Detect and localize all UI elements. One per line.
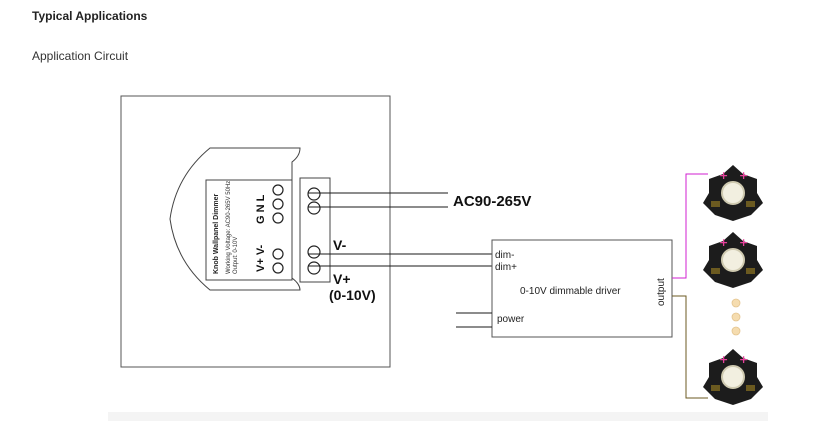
svg-text:+: + bbox=[739, 353, 748, 366]
screw-vminus-icon bbox=[272, 248, 284, 260]
terminal-screw-3-icon bbox=[307, 245, 321, 259]
terminal-screw-2-icon bbox=[307, 201, 321, 215]
screw-n-icon bbox=[272, 198, 284, 210]
bottom-shadow bbox=[108, 412, 768, 421]
led-star-2: + + bbox=[703, 232, 763, 288]
dot-2 bbox=[731, 312, 741, 322]
dimmer-screws bbox=[272, 184, 284, 274]
led-negative-wire bbox=[672, 295, 708, 399]
vminus-label: V- bbox=[333, 237, 347, 253]
screw-g-icon bbox=[272, 212, 284, 224]
terminal-screw-4-icon bbox=[307, 261, 321, 275]
driver-name: 0-10V dimmable driver bbox=[520, 286, 621, 297]
device-label-group: Knob Wallpanel Dimmer Working Voltage: A… bbox=[213, 181, 239, 274]
device-spec-line1: Working Voltage: AC90-265V 50Hz bbox=[226, 181, 232, 274]
range-label: (0-10V) bbox=[329, 287, 376, 303]
dot-3 bbox=[731, 326, 741, 336]
vplus-label: V+ bbox=[333, 271, 351, 287]
svg-text:+: + bbox=[719, 236, 728, 249]
dot-1 bbox=[731, 298, 741, 308]
led-continuation-dots bbox=[731, 298, 741, 336]
section-subheading: Application Circuit bbox=[32, 49, 129, 63]
terminal-signal-label: V+ V- bbox=[255, 244, 267, 272]
led-star-3: + + bbox=[703, 349, 763, 405]
terminal-power-label: G N L bbox=[255, 194, 267, 224]
svg-text:+: + bbox=[739, 169, 748, 182]
device-spec-line2: Output: 0-10V bbox=[233, 237, 239, 274]
dimmable-driver-box bbox=[491, 239, 673, 338]
screw-l-icon bbox=[272, 184, 284, 196]
section-heading: Typical Applications bbox=[32, 9, 148, 23]
svg-text:+: + bbox=[719, 353, 728, 366]
signal-terminal-label-group: V+ V- bbox=[255, 244, 267, 272]
screw-vplus-icon bbox=[272, 262, 284, 274]
driver-power-label: power bbox=[497, 314, 525, 325]
terminal-screws bbox=[307, 187, 321, 275]
driver-output-label-group: output bbox=[656, 278, 667, 306]
svg-text:+: + bbox=[719, 169, 728, 182]
led-star-1: + + bbox=[703, 165, 763, 221]
svg-text:+: + bbox=[739, 236, 748, 249]
power-terminal-label-group: G N L bbox=[255, 194, 267, 224]
driver-dim-plus-label: dim+ bbox=[495, 262, 517, 273]
led-positive-wire bbox=[672, 173, 708, 279]
driver-dim-minus-label: dim- bbox=[495, 250, 514, 261]
device-title: Knob Wallpanel Dimmer bbox=[213, 193, 220, 274]
driver-output-label: output bbox=[656, 278, 667, 306]
ac-label: AC90-265V bbox=[453, 193, 531, 210]
terminal-screw-1-icon bbox=[307, 187, 321, 201]
